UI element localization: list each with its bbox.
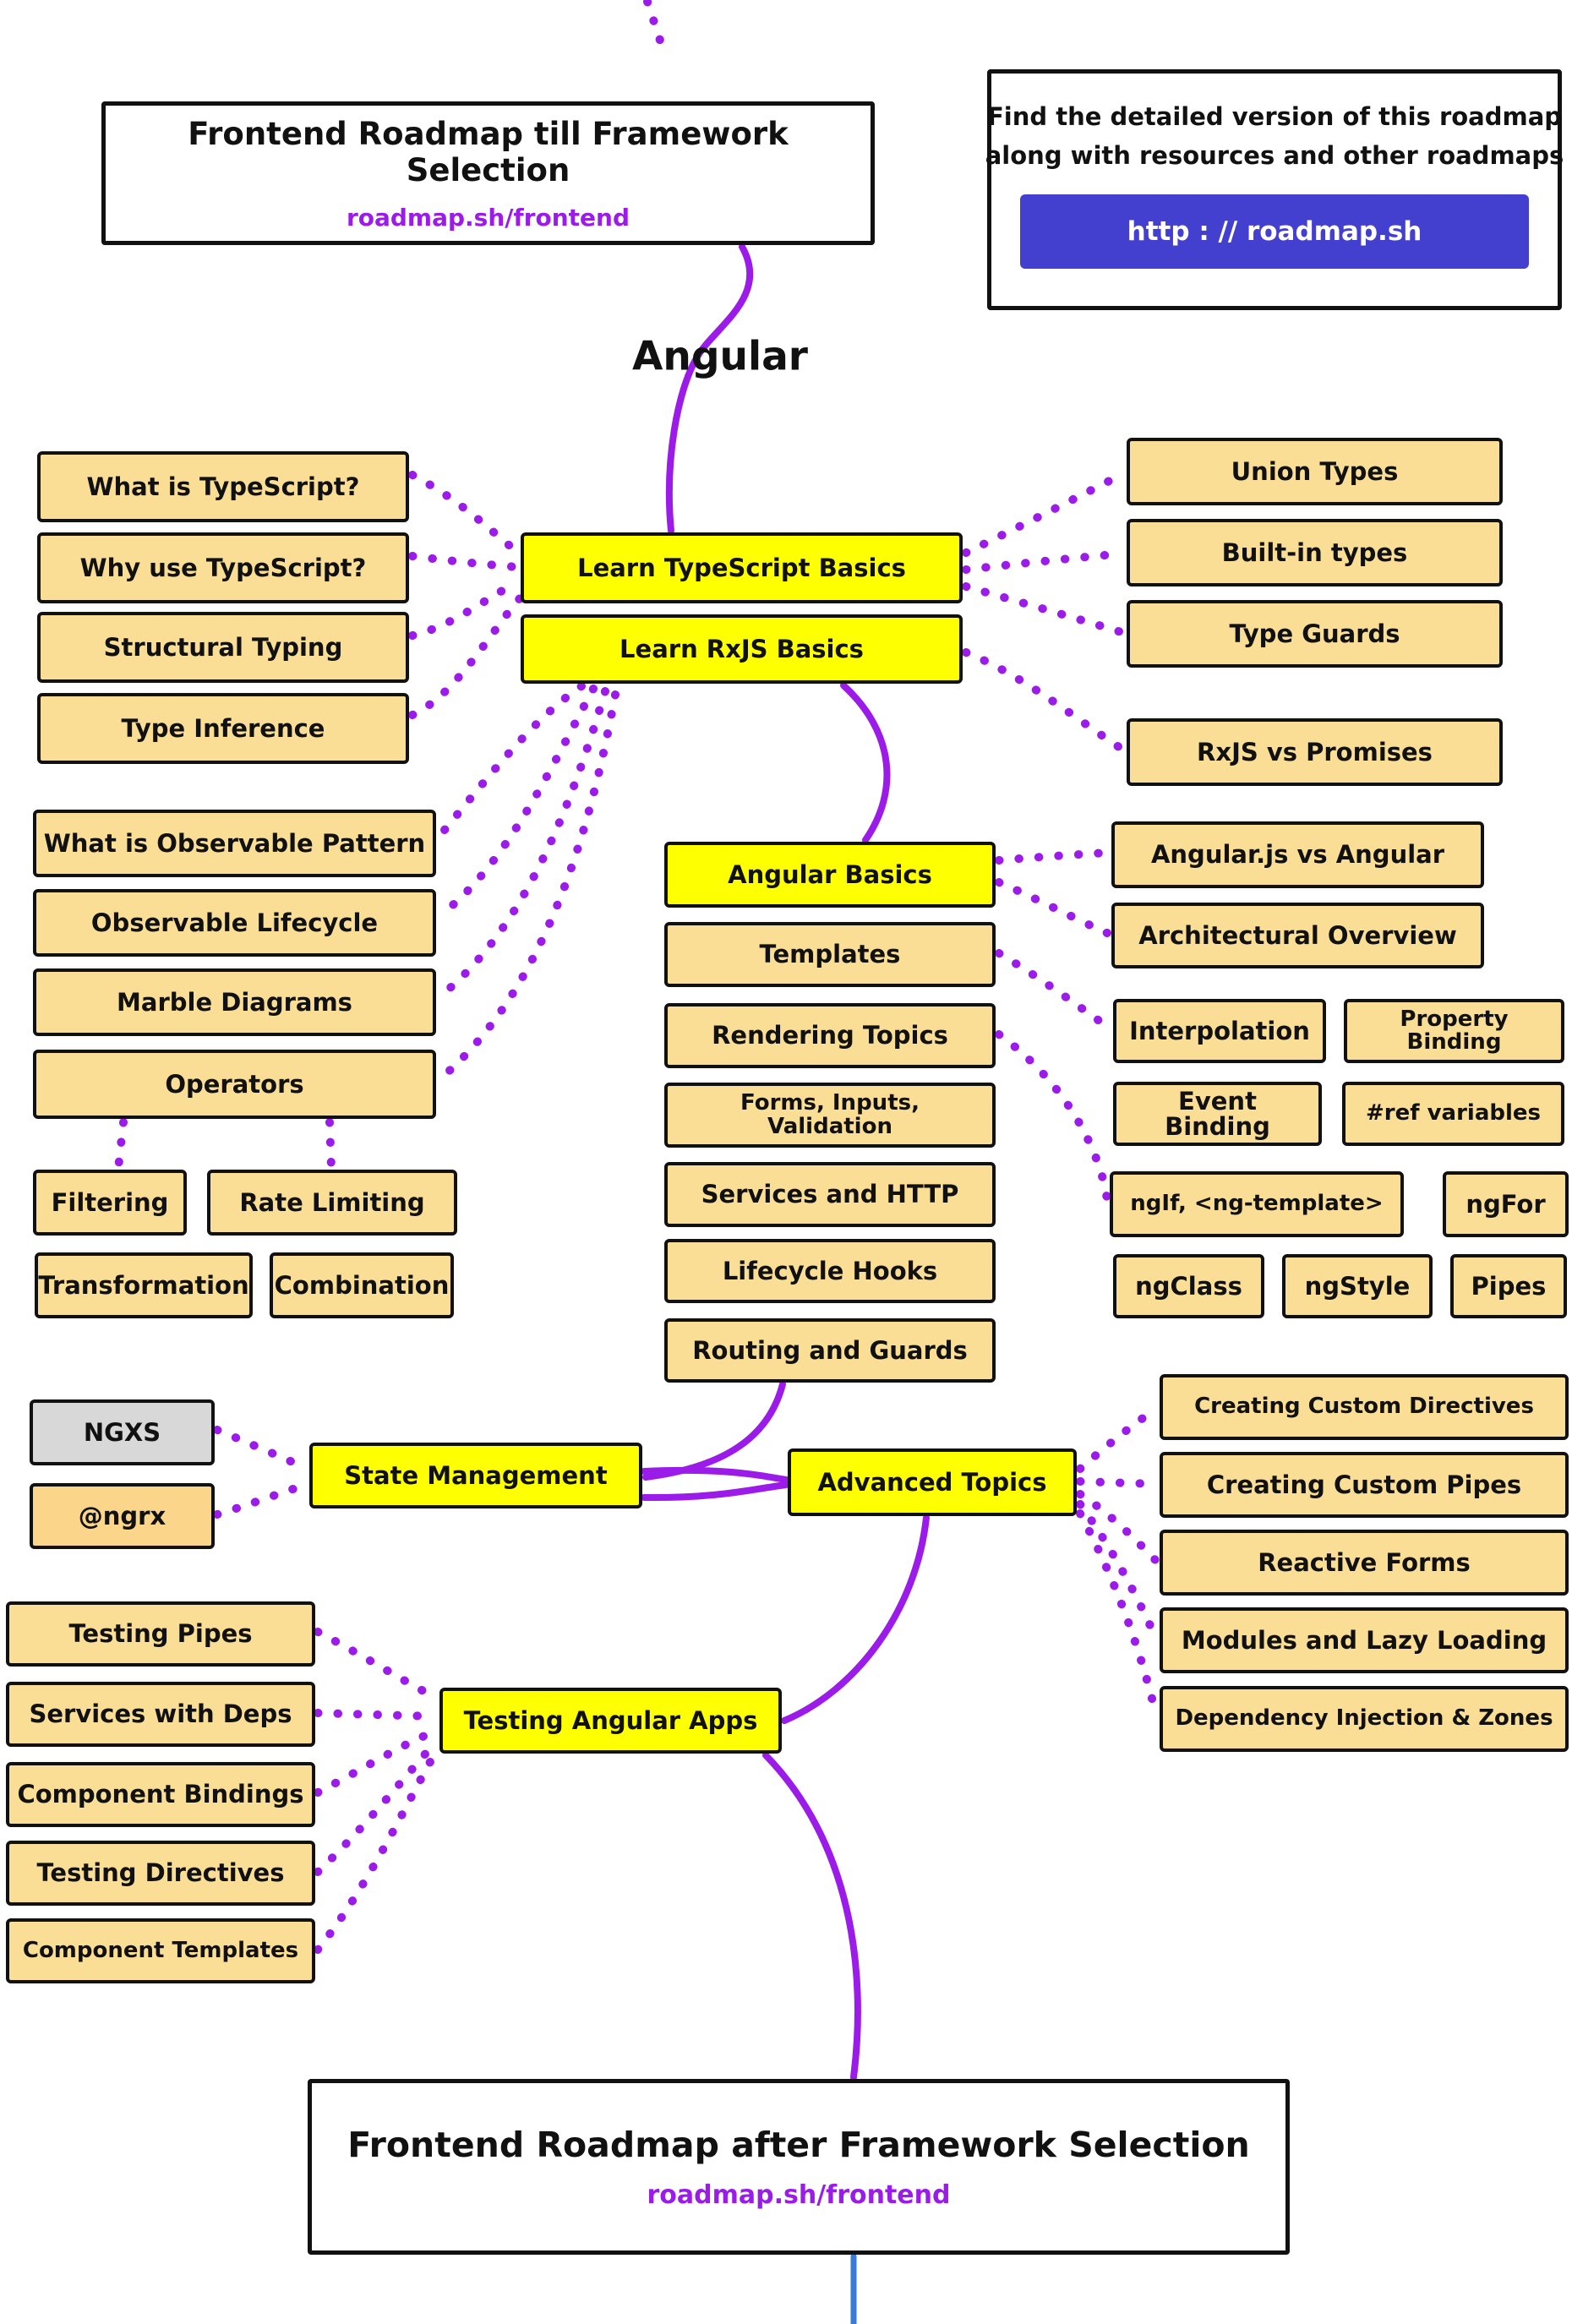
previous-roadmap-box: Frontend Roadmap till Framework Selectio… [101,101,875,245]
node-state-management[interactable]: State Management [309,1443,642,1508]
node-creating-custom-pipes[interactable]: Creating Custom Pipes [1160,1452,1569,1518]
node-ngif-ng-template[interactable]: ngIf, <ng-template> [1110,1171,1404,1237]
node-services-with-deps[interactable]: Services with Deps [6,1682,315,1747]
node-built-in-types[interactable]: Built-in types [1127,519,1503,586]
node-lifecycle-hooks[interactable]: Lifecycle Hooks [664,1239,996,1303]
node-component-templates[interactable]: Component Templates [6,1918,315,1983]
node-union-types[interactable]: Union Types [1127,438,1503,505]
node-what-is-typescript[interactable]: What is TypeScript? [37,451,409,522]
node-learn-rxjs-basics[interactable]: Learn RxJS Basics [521,614,963,684]
node-ngclass[interactable]: ngClass [1113,1254,1264,1318]
node-creating-custom-directives[interactable]: Creating Custom Directives [1160,1374,1569,1440]
next-roadmap-link[interactable]: roadmap.sh/frontend [647,2179,951,2210]
node-component-bindings[interactable]: Component Bindings [6,1762,315,1827]
node-combination[interactable]: Combination [270,1252,454,1318]
node-advanced-topics[interactable]: Advanced Topics [788,1448,1077,1516]
page-title: Angular [632,333,808,380]
node-transformation[interactable]: Transformation [35,1252,253,1318]
node-ngstyle[interactable]: ngStyle [1282,1254,1433,1318]
node-event-binding[interactable]: Event Binding [1113,1082,1322,1146]
node-interpolation[interactable]: Interpolation [1113,999,1326,1063]
node-filtering[interactable]: Filtering [33,1170,187,1236]
previous-roadmap-link[interactable]: roadmap.sh/frontend [346,203,630,232]
node-forms-inputs-validation[interactable]: Forms, Inputs, Validation [664,1083,996,1148]
node-templates[interactable]: Templates [664,922,996,987]
node-testing-directives[interactable]: Testing Directives [6,1841,315,1906]
detailed-version-box: Find the detailed version of this roadma… [985,69,1564,310]
node-observable-lifecycle[interactable]: Observable Lifecycle [33,889,436,957]
node-rxjs-vs-promises[interactable]: RxJS vs Promises [1127,718,1503,786]
node-ref-variables[interactable]: #ref variables [1342,1082,1564,1146]
node-pipes[interactable]: Pipes [1450,1254,1567,1318]
node-what-is-observable-pattern[interactable]: What is Observable Pattern [33,810,436,877]
node-angular-basics[interactable]: Angular Basics [664,842,996,908]
node-marble-diagrams[interactable]: Marble Diagrams [33,968,436,1036]
node-learn-typescript-basics[interactable]: Learn TypeScript Basics [521,532,963,603]
node-dependency-injection-zones[interactable]: Dependency Injection & Zones [1160,1686,1569,1752]
node-routing-and-guards[interactable]: Routing and Guards [664,1318,996,1383]
detailed-version-line1: Find the detailed version of this roadma… [986,102,1563,131]
node-testing-pipes[interactable]: Testing Pipes [6,1601,315,1667]
node-modules-and-lazy-loading[interactable]: Modules and Lazy Loading [1160,1607,1569,1673]
node-angularjs-vs-angular[interactable]: Angular.js vs Angular [1111,821,1484,888]
node-why-use-typescript[interactable]: Why use TypeScript? [37,532,409,603]
next-roadmap-box: Frontend Roadmap after Framework Selecti… [308,2079,1290,2255]
node-ngxs[interactable]: NGXS [30,1399,215,1465]
node-ngrx[interactable]: @ngrx [30,1483,215,1549]
node-architectural-overview[interactable]: Architectural Overview [1111,903,1484,968]
node-property-binding[interactable]: Property Binding [1344,999,1564,1063]
node-services-and-http[interactable]: Services and HTTP [664,1162,996,1227]
roadmap-sh-button[interactable]: http : // roadmap.sh [1020,194,1529,269]
node-testing-angular-apps[interactable]: Testing Angular Apps [439,1688,782,1754]
node-type-guards[interactable]: Type Guards [1127,600,1503,668]
node-rendering-topics[interactable]: Rendering Topics [664,1003,996,1068]
node-rate-limiting[interactable]: Rate Limiting [207,1170,457,1236]
node-type-inference[interactable]: Type Inference [37,693,409,764]
node-ngfor[interactable]: ngFor [1443,1171,1569,1237]
node-structural-typing[interactable]: Structural Typing [37,612,409,683]
next-roadmap-title: Frontend Roadmap after Framework Selecti… [347,2124,1250,2165]
previous-roadmap-title: Frontend Roadmap till Framework Selectio… [188,115,789,188]
detailed-version-line2: along with resources and other roadmaps [985,141,1564,171]
node-operators[interactable]: Operators [33,1050,436,1119]
node-reactive-forms[interactable]: Reactive Forms [1160,1530,1569,1596]
